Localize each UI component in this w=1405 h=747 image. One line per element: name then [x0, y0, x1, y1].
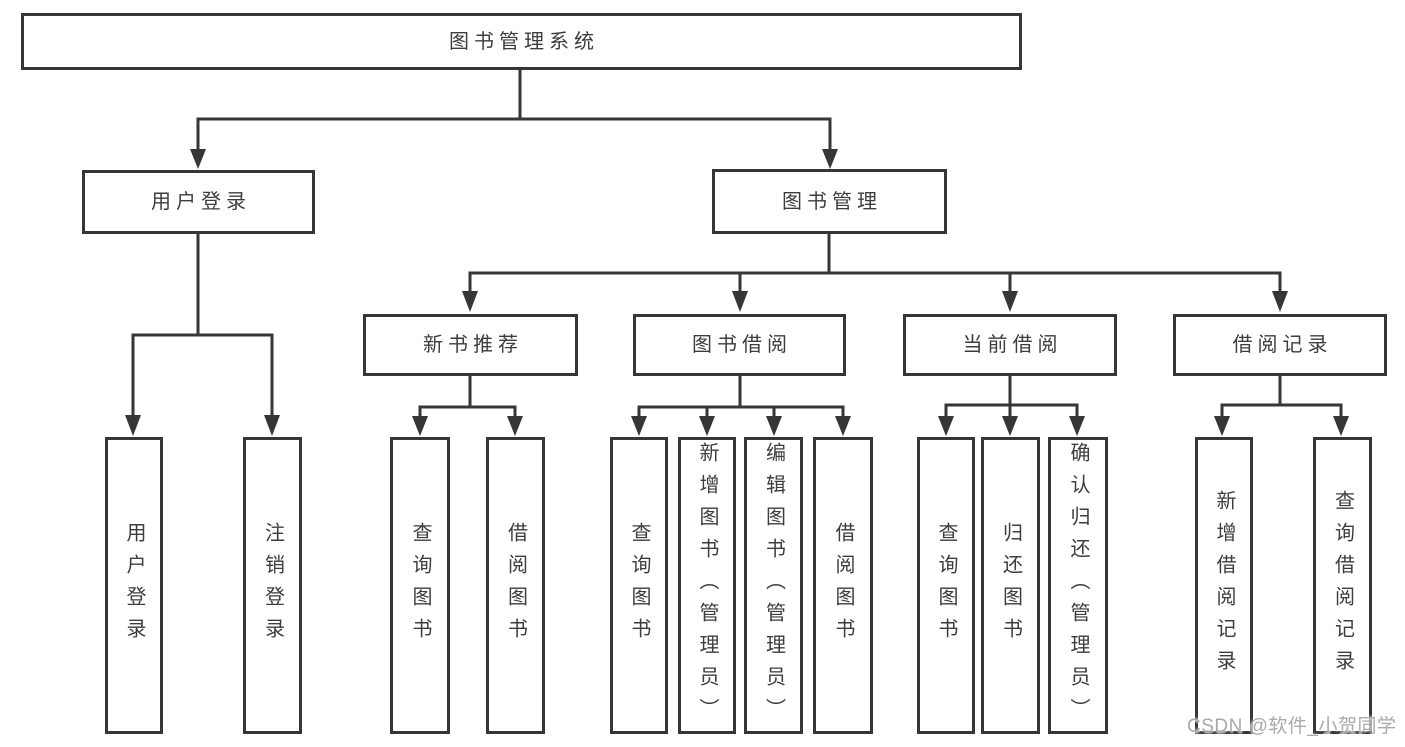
tree-line-segments: [131, 68, 1343, 417]
leaf-edit-book-admin: 编辑图书（管理员）: [744, 437, 803, 734]
node-book-management: 图书管理: [712, 169, 947, 234]
leaf-user-login: 用户登录: [105, 437, 163, 734]
node-user-login: 用户登录: [82, 170, 315, 234]
leaf-current-query-book: 查询图书: [917, 437, 975, 734]
leaf-newbook-borrow-book: 借阅图书: [486, 437, 545, 734]
leaf-logout-login: 注销登录: [243, 437, 302, 734]
leaf-confirm-return-admin: 确认归还（管理员）: [1048, 437, 1108, 734]
leaf-borrowing-borrow-book: 借阅图书: [813, 437, 873, 734]
leaf-borrowing-query-book: 查询图书: [610, 437, 668, 734]
leaf-newbook-query-book: 查询图书: [390, 437, 450, 734]
node-library-management-system: 图书管理系统: [21, 13, 1022, 70]
arrowhead-icons: [125, 149, 1349, 436]
node-book-borrowing: 图书借阅: [633, 314, 846, 376]
leaf-return-book: 归还图书: [981, 437, 1040, 734]
csdn-watermark: CSDN @软件_小贺同学: [1187, 716, 1397, 737]
leaf-query-borrow-record: 查询借阅记录: [1313, 437, 1372, 734]
leaf-add-book-admin: 新增图书（管理员）: [678, 437, 736, 734]
node-current-borrowing: 当前借阅: [903, 314, 1117, 376]
node-borrowing-records: 借阅记录: [1173, 314, 1387, 376]
node-new-book-recommendation: 新书推荐: [363, 314, 578, 376]
leaf-add-borrow-record: 新增借阅记录: [1195, 437, 1253, 734]
